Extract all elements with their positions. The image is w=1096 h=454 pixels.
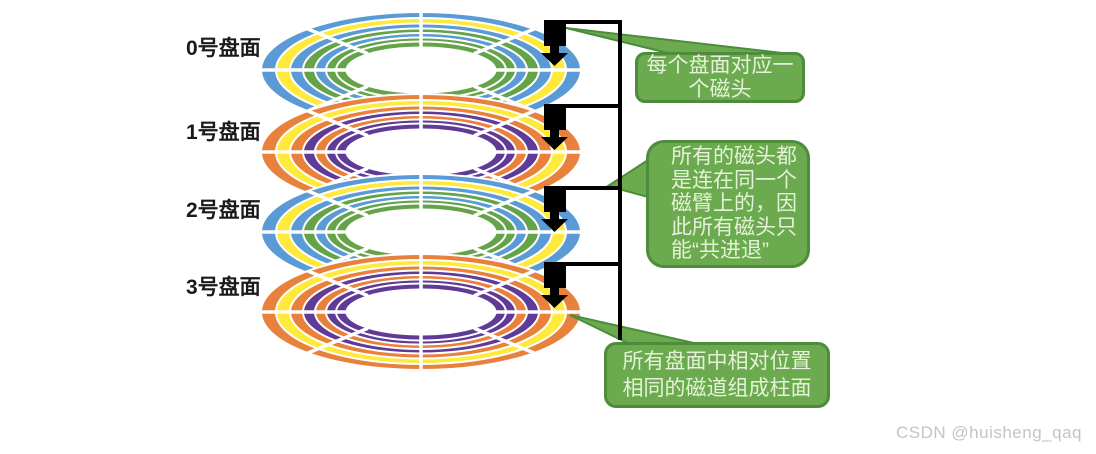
head-stem-0: [550, 46, 559, 53]
callout-line: 每个盘面对应一: [646, 53, 794, 77]
head-body-1: [544, 104, 566, 130]
callout-line: 此所有磁头只: [671, 215, 797, 239]
watermark: CSDN @huisheng_qaq: [896, 423, 1082, 442]
platter-label-1: 1号盘面: [186, 121, 261, 144]
callout-line: 能“共进退”: [671, 239, 769, 263]
head-arrow-icon-3: [541, 295, 568, 308]
callout-line: 个磁头: [688, 77, 752, 101]
head-body-2: [544, 186, 566, 212]
sector-line: [307, 326, 369, 355]
spindle-hole: [345, 128, 497, 176]
callout-line: 相同的磁道组成柱面: [622, 377, 812, 400]
head-arrow-icon-2: [541, 219, 568, 232]
spindle-hole: [345, 288, 497, 336]
head-stem-1: [550, 130, 559, 137]
sector-line: [473, 109, 535, 138]
head-stem-3: [550, 288, 559, 295]
callout-line: 所有的磁头都: [671, 145, 797, 169]
sector-line: [473, 27, 535, 56]
head-body-3: [544, 262, 566, 288]
platter-label-0: 0号盘面: [186, 37, 261, 60]
sector-line: [307, 27, 369, 56]
sector-line: [307, 189, 369, 218]
sector-line: [307, 269, 369, 298]
callout-cylinder: 所有盘面中相对位置 相同的磁道组成柱面: [604, 342, 830, 408]
sector-line: [307, 109, 369, 138]
callout-line: 磁臂上的，因: [671, 192, 797, 216]
callout-head-mapping: 每个盘面对应一 个磁头: [635, 52, 805, 103]
head-arrow-icon-0: [541, 53, 568, 66]
callout-line: 所有盘面中相对位置: [622, 350, 812, 373]
spindle-hole: [345, 46, 497, 94]
head-stem-2: [550, 212, 559, 219]
platter-label-2: 2号盘面: [186, 199, 261, 222]
callout-arm-shared: 所有的磁头都 是连在同一个 磁臂上的，因 此所有磁头只 能“共进退”: [646, 140, 810, 268]
sector-line: [473, 326, 535, 355]
head-arrow-icon-1: [541, 137, 568, 150]
callout-line: 是连在同一个: [671, 168, 797, 192]
spindle-hole: [345, 208, 497, 256]
callout-tail-1: [605, 158, 649, 199]
sector-line: [473, 269, 535, 298]
sector-line: [473, 189, 535, 218]
platter-label-3: 3号盘面: [186, 276, 261, 299]
head-body-0: [544, 20, 566, 46]
